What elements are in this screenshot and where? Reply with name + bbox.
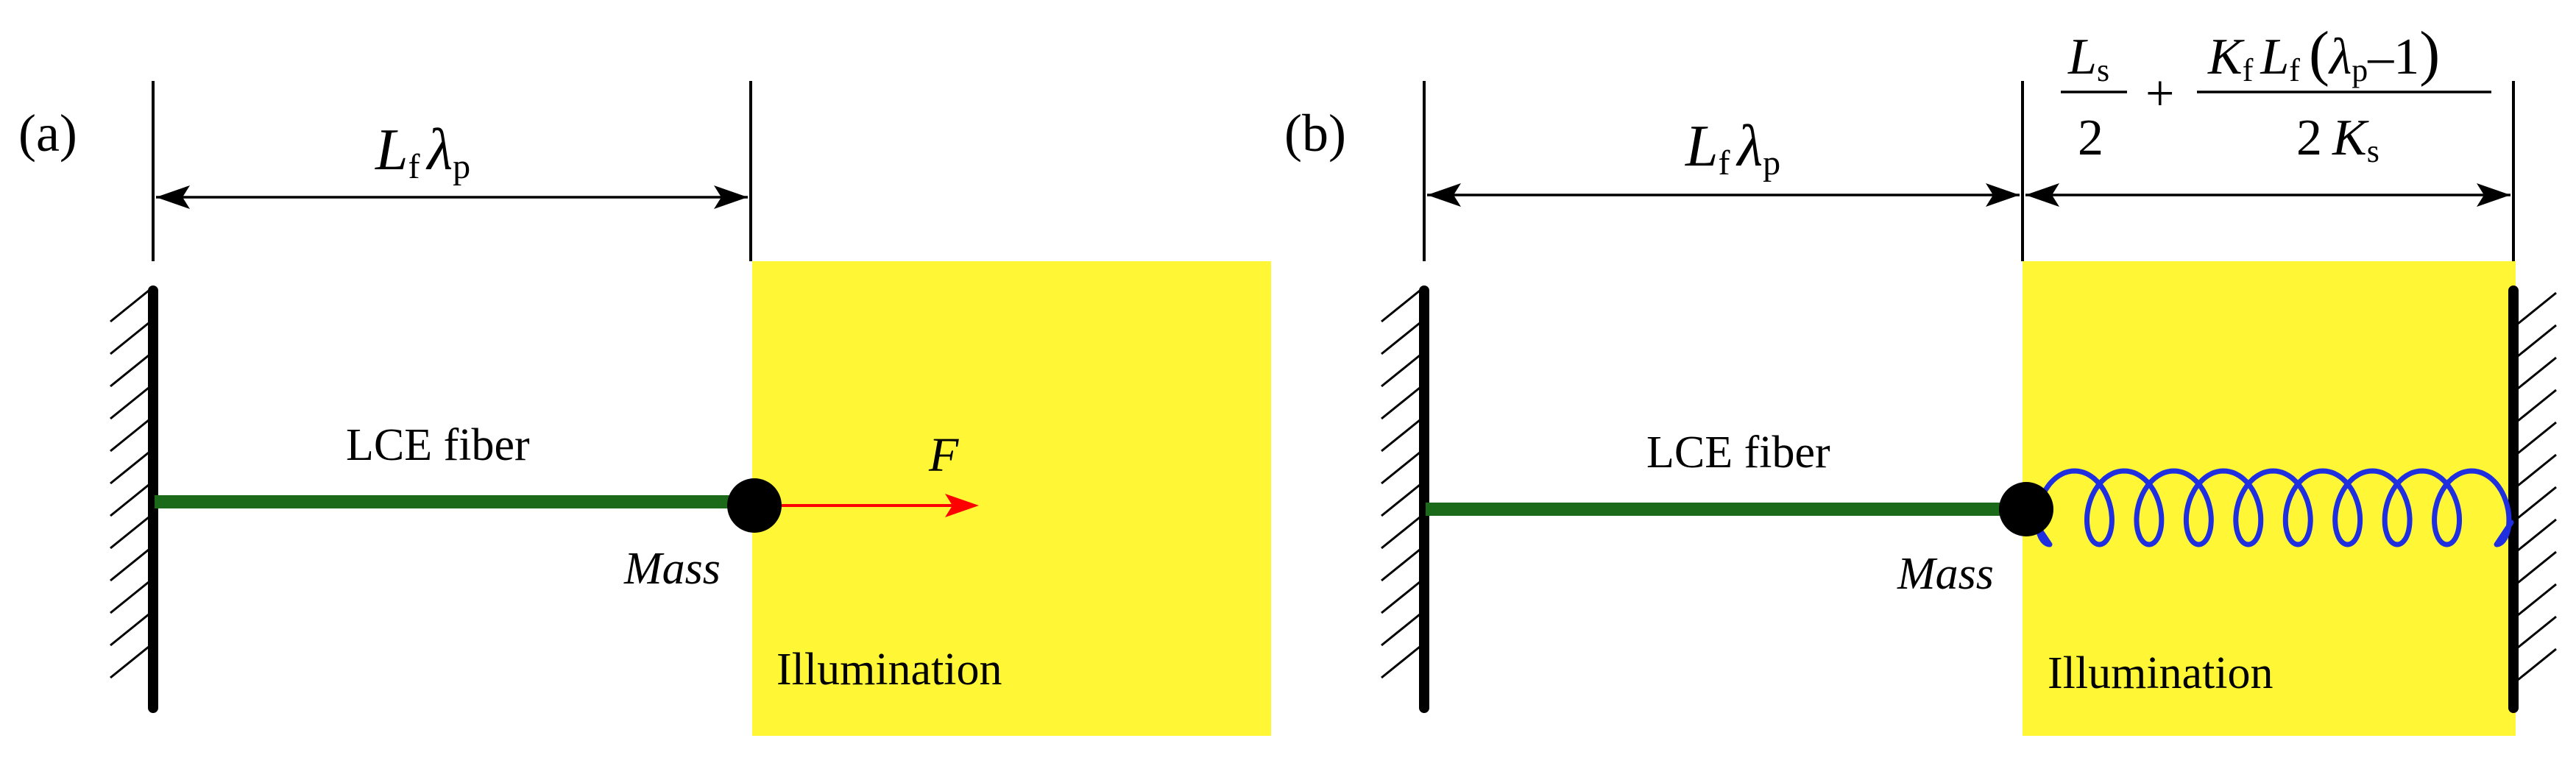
wall-hatch-line (110, 613, 149, 647)
panel-b-dim-arrow-spring (2025, 183, 2510, 207)
panel-a-mass (727, 478, 782, 533)
panel-a-illumination-label: Illumination (776, 645, 1002, 695)
wall-hatch-line (1381, 516, 1420, 550)
wall-hatch-line (2517, 486, 2557, 519)
wall-hatch-line (110, 419, 149, 453)
panel-a-mass-label: Mass (623, 544, 721, 594)
wall-hatch-line (110, 354, 149, 388)
panel-a-force-label: F (928, 428, 959, 482)
wall-hatch-line (2517, 291, 2557, 325)
panel-b-fixed-wall-left (1381, 286, 1429, 713)
wall-hatch-line (110, 548, 149, 582)
panel-b-illumination-label: Illumination (2048, 648, 2274, 698)
wall-hatch-line (1381, 419, 1420, 453)
wall-hatch-line (110, 483, 149, 517)
panel-a-label: (a) (18, 104, 77, 163)
panel-b-mass (1999, 482, 2053, 536)
wall-hatch-line (2517, 356, 2557, 390)
panel-b-spring (2023, 468, 2514, 547)
wall-hatch-line (110, 645, 149, 679)
wall-hatch-line (1381, 613, 1420, 647)
wall-hatch-line (1381, 483, 1420, 517)
formula-fraction-1: Ls 2 (2061, 29, 2127, 166)
wall-hatch-line (2517, 421, 2557, 455)
wall-hatch-line (2517, 550, 2557, 584)
wall-hatch-line (2517, 648, 2557, 681)
panel-a-fiber-label: LCE fiber (346, 420, 530, 470)
svg-text:2: 2 (2078, 110, 2103, 166)
wall-hatch-line (1381, 645, 1420, 679)
wall-hatch-line (1381, 451, 1420, 485)
wall-hatch-line (2517, 453, 2557, 487)
wall-hatch-line (110, 322, 149, 355)
wall-hatch-line (1381, 289, 1420, 323)
wall-hatch-line (110, 516, 149, 550)
wall-hatch-line (2517, 389, 2557, 422)
svg-text:Ls: Ls (2067, 29, 2109, 88)
formula-plus: + (2145, 65, 2174, 122)
wall-hatch-line (1381, 322, 1420, 355)
wall-hatch-line (2517, 324, 2557, 358)
wall-hatch-line (1381, 386, 1420, 420)
panel-b-fixed-wall-right (2508, 286, 2557, 713)
panel-b-dim-arrow-fiber (1427, 183, 2020, 207)
wall-hatch-line (110, 581, 149, 614)
wall-hatch-line (2517, 518, 2557, 552)
panel-a-fixed-wall (110, 286, 158, 713)
panel-b-label: (b) (1284, 104, 1346, 163)
wall-hatch-line (1381, 548, 1420, 582)
wall-hatch-line (1381, 354, 1420, 388)
panel-b-mass-label: Mass (1897, 549, 1994, 599)
panel-a-illumination-region (752, 261, 1271, 736)
panel-b-fiber-label: LCE fiber (1646, 428, 1830, 478)
wall-hatch-line (110, 289, 149, 323)
panel-b-illumination-region (2023, 261, 2516, 736)
wall-hatch-line (110, 386, 149, 420)
wall-hatch-line (1381, 581, 1420, 614)
svg-text:2Ks: 2Ks (2296, 110, 2379, 169)
panel-a-dim-arrow (156, 185, 748, 209)
wall-hatch-line (110, 451, 149, 485)
wall-hatch-line (2517, 615, 2557, 649)
wall-hatch-line (2517, 583, 2557, 617)
panel-a-force-arrow (754, 494, 979, 517)
